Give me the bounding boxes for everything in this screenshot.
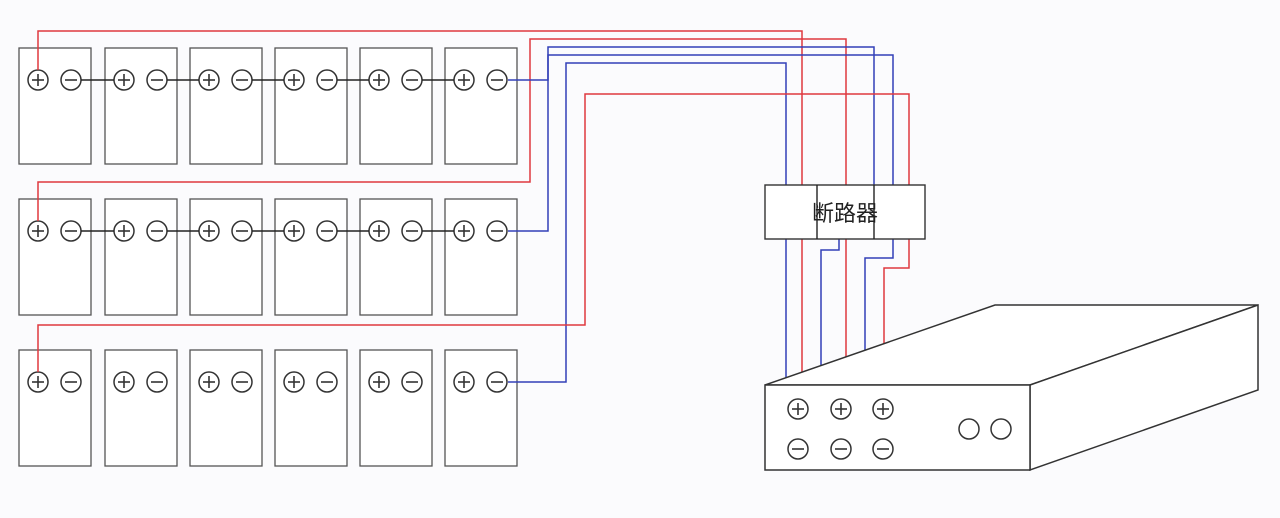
minus-terminal-icon — [231, 220, 253, 242]
plus-terminal-icon — [830, 398, 852, 420]
battery — [104, 47, 178, 165]
minus-terminal-icon — [830, 438, 852, 460]
plus-terminal-icon — [27, 371, 49, 393]
minus-terminal-icon — [231, 371, 253, 393]
battery — [274, 198, 348, 316]
breaker-body — [764, 184, 926, 240]
battery — [274, 349, 348, 467]
negative-wire — [508, 46, 875, 186]
minus-terminal-icon — [60, 220, 82, 242]
minus-terminal-icon — [60, 69, 82, 91]
minus-terminal-icon — [316, 69, 338, 91]
plus-terminal-icon — [27, 220, 49, 242]
minus-terminal-icon — [146, 69, 168, 91]
negative-wire — [820, 239, 840, 448]
minus-terminal-icon — [401, 69, 423, 91]
minus-terminal-icon — [231, 69, 253, 91]
plus-terminal-icon — [27, 69, 49, 91]
plus-terminal-icon — [283, 220, 305, 242]
battery — [18, 198, 92, 316]
plus-terminal-icon — [453, 69, 475, 91]
battery — [444, 47, 518, 165]
battery-bank — [18, 47, 518, 467]
plus-terminal-icon — [368, 69, 390, 91]
minus-terminal-icon — [872, 438, 894, 460]
battery — [359, 198, 433, 316]
battery — [359, 349, 433, 467]
minus-terminal-icon — [316, 371, 338, 393]
plus-terminal-icon — [113, 220, 135, 242]
minus-terminal-icon — [787, 438, 809, 460]
negative-wire — [508, 62, 787, 448]
ups-terminals — [787, 398, 894, 460]
plus-terminal-icon — [283, 69, 305, 91]
minus-terminal-icon — [486, 371, 508, 393]
positive-wire — [37, 93, 910, 372]
plus-terminal-icon — [453, 220, 475, 242]
minus-terminal-icon — [401, 220, 423, 242]
series-links — [81, 79, 454, 232]
plus-terminal-icon — [113, 69, 135, 91]
battery — [104, 198, 178, 316]
ups-unit — [764, 303, 1259, 472]
positive-wire — [883, 239, 910, 400]
positive-wire — [37, 38, 847, 221]
breaker-label: 断路器 — [812, 202, 878, 227]
battery — [359, 47, 433, 165]
battery — [189, 47, 263, 165]
plus-terminal-icon — [787, 398, 809, 420]
plus-terminal-icon — [113, 371, 135, 393]
battery — [18, 349, 92, 467]
plus-terminal-icon — [368, 220, 390, 242]
plus-terminal-icon — [872, 398, 894, 420]
minus-terminal-icon — [60, 371, 82, 393]
plus-terminal-icon — [453, 371, 475, 393]
plus-terminal-icon — [283, 371, 305, 393]
battery — [274, 47, 348, 165]
plus-terminal-icon — [198, 371, 220, 393]
battery — [104, 349, 178, 467]
battery — [189, 349, 263, 467]
plus-terminal-icon — [198, 220, 220, 242]
battery — [18, 47, 92, 165]
circuit-breaker: 断路器 — [764, 184, 926, 240]
minus-terminal-icon — [401, 371, 423, 393]
plus-terminal-icon — [368, 371, 390, 393]
minus-terminal-icon — [316, 220, 338, 242]
ups-front-panel — [764, 384, 1031, 471]
plus-terminal-icon — [198, 69, 220, 91]
minus-terminal-icon — [146, 220, 168, 242]
battery — [444, 349, 518, 467]
battery — [189, 198, 263, 316]
minus-terminal-icon — [486, 69, 508, 91]
round-port-icon — [958, 418, 980, 440]
battery — [444, 198, 518, 316]
minus-terminal-icon — [146, 371, 168, 393]
round-port-icon — [990, 418, 1012, 440]
negative-wire — [508, 54, 894, 232]
minus-terminal-icon — [486, 220, 508, 242]
